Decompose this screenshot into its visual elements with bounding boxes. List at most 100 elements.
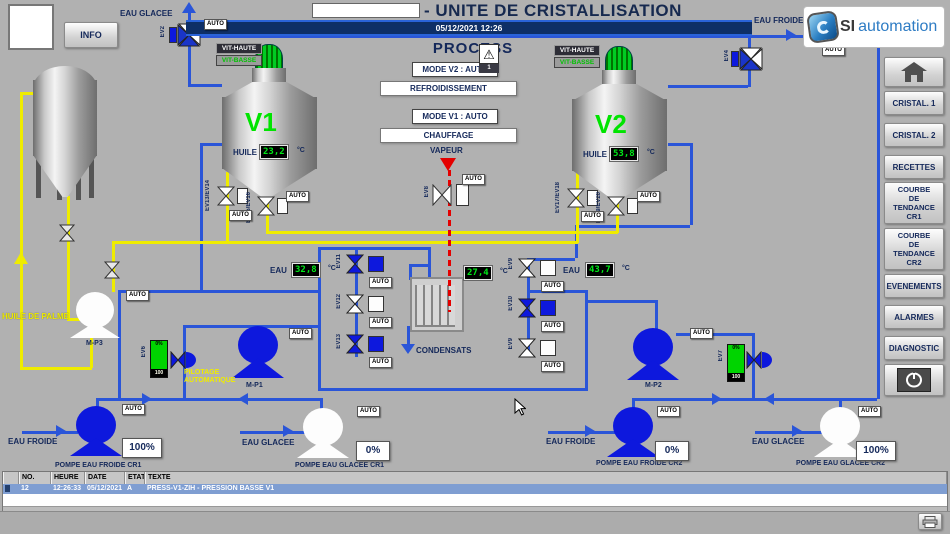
valve-ev13-14[interactable] xyxy=(217,186,235,206)
auto-tag-mp1[interactable]: AUTO xyxy=(289,328,312,339)
pipe xyxy=(407,326,410,344)
mode-v2-button[interactable]: MODE V2 : AUTO xyxy=(412,62,498,77)
auto-tag-cr2-glacee[interactable]: AUTO xyxy=(858,406,881,417)
sidebar-item-cristal2[interactable]: CRISTAL. 2 xyxy=(884,123,944,147)
cr2-froide-name: POMPE EAU FROIDE CR2 xyxy=(596,460,683,467)
alarm-warning-button[interactable]: ⚠ xyxy=(479,44,499,64)
flow-arrow xyxy=(792,425,802,437)
pump-mp1-label: M-P1 xyxy=(246,382,263,389)
auto-tag-ev19-20[interactable]: AUTO xyxy=(637,191,660,202)
pump-cr2-glacee[interactable] xyxy=(820,407,860,445)
valve-ev19-20[interactable] xyxy=(607,196,625,216)
flow-arrow xyxy=(142,393,152,405)
pipe-oil xyxy=(90,336,93,368)
auto-tag-cr1-glacee[interactable]: AUTO xyxy=(357,406,380,417)
alarm-table-scrollzone[interactable] xyxy=(3,506,947,514)
sidebar-item-evenements[interactable]: EVENEMENTS xyxy=(884,274,944,298)
pipe xyxy=(655,300,658,332)
auto-tag-ev9a[interactable]: AUTO xyxy=(541,281,564,292)
shutdown-button[interactable] xyxy=(884,364,944,396)
sidebar-item-recettes[interactable]: RECETTES xyxy=(884,155,944,179)
valve-ev4[interactable] xyxy=(739,47,763,71)
auto-tag-cr1-froide[interactable]: AUTO xyxy=(122,404,145,415)
eau-froide-top-label: EAU FROIDE xyxy=(754,16,804,25)
auto-tag-ev12[interactable]: AUTO xyxy=(369,317,392,328)
auto-tag-ev8[interactable]: AUTO xyxy=(462,174,485,185)
valve-ev11[interactable] xyxy=(346,254,364,274)
pipe xyxy=(318,247,428,250)
auto-tag-ev2[interactable]: AUTO xyxy=(204,19,227,30)
sidebar-item-diagnostic[interactable]: DIAGNOSTIC xyxy=(884,336,944,360)
blank-indicator-box xyxy=(8,4,54,50)
valve-ev13[interactable] xyxy=(346,334,364,354)
eau-v1-temp: 32,8 xyxy=(291,262,321,278)
flow-arrow xyxy=(585,425,595,437)
valve-label-ev12: EV12 xyxy=(336,294,342,309)
cr1-froide-speed-box[interactable]: 100% xyxy=(122,438,162,458)
auto-tag-ev11[interactable]: AUTO xyxy=(369,277,392,288)
mode-v1-button[interactable]: MODE V1 : AUTO xyxy=(412,109,498,124)
v1-vit-haute: VIT-HAUTE xyxy=(216,43,262,54)
pipe xyxy=(318,247,321,388)
cr2-glacee-speed-box[interactable]: 100% xyxy=(856,441,896,461)
sidebar-item-cristal1[interactable]: CRISTAL. 1 xyxy=(884,91,944,115)
valve-ev8[interactable] xyxy=(432,184,452,206)
eau-v2-label: EAU xyxy=(563,266,580,275)
flow-arrow xyxy=(283,425,293,437)
auto-tag-ev9b[interactable]: AUTO xyxy=(541,361,564,372)
ev6-position-gauge[interactable]: 0% 100 xyxy=(150,340,168,378)
valve-ev9a[interactable] xyxy=(518,258,536,278)
ev7-position-gauge[interactable]: 0% 100 xyxy=(727,344,745,382)
valve-ev6[interactable] xyxy=(170,351,186,369)
pump-cr1-glacee[interactable] xyxy=(303,408,343,446)
auto-tag-cr2-froide[interactable]: AUTO xyxy=(657,406,680,417)
pipe xyxy=(96,398,320,401)
print-button[interactable] xyxy=(918,513,942,530)
pipe xyxy=(676,333,752,336)
pipe xyxy=(752,333,755,398)
tank-leg xyxy=(89,158,94,198)
pump-cr1-froide[interactable] xyxy=(76,406,116,444)
v1-neck xyxy=(252,68,286,84)
valve-ev15-16[interactable] xyxy=(257,196,275,216)
valve-ev7[interactable] xyxy=(746,351,762,369)
pipe xyxy=(428,247,431,280)
manual-valve-tank[interactable] xyxy=(59,224,75,242)
alarm-row[interactable]: 12 12:26:33 05/12/2021 A PRESS-V1-ZIH - … xyxy=(3,484,947,494)
pipe-oil xyxy=(20,367,92,370)
pump-mp2[interactable] xyxy=(633,328,673,366)
valve-ev2-actuator xyxy=(169,27,177,43)
pipe xyxy=(690,143,693,225)
alarm-col-no: NO. xyxy=(19,472,51,484)
sidebar-item-courbe-cr1[interactable]: COURBE DE TENDANCE CR1 xyxy=(884,182,944,224)
valve-ev17-18[interactable] xyxy=(567,188,585,208)
pump-mp1[interactable] xyxy=(238,326,278,364)
warning-icon: ⚠ xyxy=(483,47,495,62)
pipe xyxy=(118,290,318,293)
info-button[interactable]: INFO xyxy=(64,22,118,48)
valve-ev17-18-actuator xyxy=(587,190,598,206)
sidebar-item-alarmes[interactable]: ALARMES xyxy=(884,305,944,329)
cr1-glacee-speed-box[interactable]: 0% xyxy=(356,441,390,461)
manual-valve-mp3[interactable] xyxy=(104,261,120,279)
title-input-box[interactable] xyxy=(312,3,420,18)
auto-tag-mp2[interactable]: AUTO xyxy=(690,328,713,339)
pump-cr2-froide[interactable] xyxy=(613,407,653,445)
valve-ev15-16-actuator xyxy=(277,198,288,214)
home-button[interactable] xyxy=(884,57,944,87)
auto-tag-mp3[interactable]: AUTO xyxy=(126,290,149,301)
valve-ev6-disc xyxy=(186,352,196,368)
cr2-froide-speed-box[interactable]: 0% xyxy=(655,441,689,461)
pipe xyxy=(585,300,655,303)
valve-ev9b[interactable] xyxy=(518,338,536,358)
auto-tag-ev13[interactable]: AUTO xyxy=(369,357,392,368)
auto-tag-ev17-18[interactable]: AUTO xyxy=(581,211,604,222)
valve-ev10[interactable] xyxy=(518,298,536,318)
sidebar-item-courbe-cr2[interactable]: COURBE DE TENDANCE CR2 xyxy=(884,228,944,270)
auto-tag-ev10[interactable]: AUTO xyxy=(541,321,564,332)
pump-cr2-froide-base xyxy=(607,439,659,457)
auto-tag-ev13-14[interactable]: AUTO xyxy=(229,210,252,221)
auto-tag-ev15-16[interactable]: AUTO xyxy=(286,191,309,202)
valve-ev12[interactable] xyxy=(346,294,364,314)
